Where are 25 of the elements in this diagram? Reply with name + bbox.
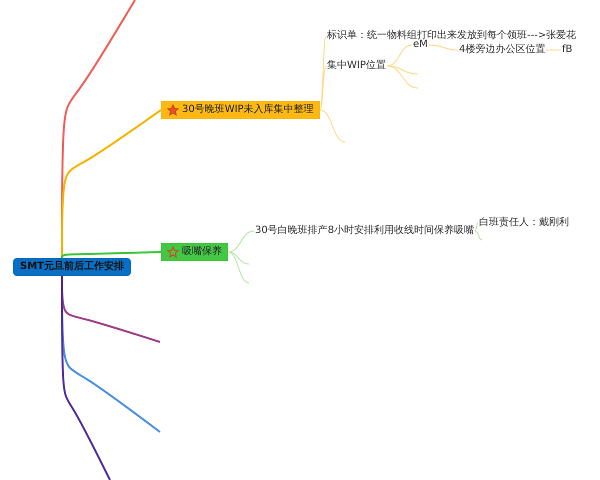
subtopic-text: 集中WIP位置: [326, 59, 387, 73]
branch-line: [61, 276, 111, 480]
subtopic-text: 4楼旁边办公区位置: [458, 43, 546, 57]
connector: [386, 44, 412, 66]
subtopic-text: eM: [412, 38, 429, 52]
central-topic: SMT元旦前后工作安排: [13, 258, 131, 276]
subtopic-text: fB: [561, 43, 574, 57]
connector: [474, 222, 478, 232]
topic-label: 吸嘴保养: [182, 246, 222, 258]
branch-line: [228, 252, 250, 264]
branch-line: [386, 66, 418, 88]
connector: [61, 251, 162, 258]
branch-line: [386, 66, 418, 74]
subtopic-text: 30号白晚班排产8小时安排利用收线时间保养吸嘴: [254, 224, 476, 238]
connector: [228, 230, 254, 252]
connector: [61, 109, 162, 258]
main-topic: [161, 101, 320, 119]
topic-label: 30号晚班WIP未入库集中整理: [182, 104, 314, 116]
branch-line: [228, 252, 250, 284]
subtopic-text: 白班责任人：戴刚利: [478, 216, 570, 230]
branch-line: [320, 110, 346, 142]
branch-line: [474, 230, 482, 240]
main-topic: [161, 243, 228, 261]
connector: [428, 44, 458, 50]
connector: [320, 66, 326, 110]
